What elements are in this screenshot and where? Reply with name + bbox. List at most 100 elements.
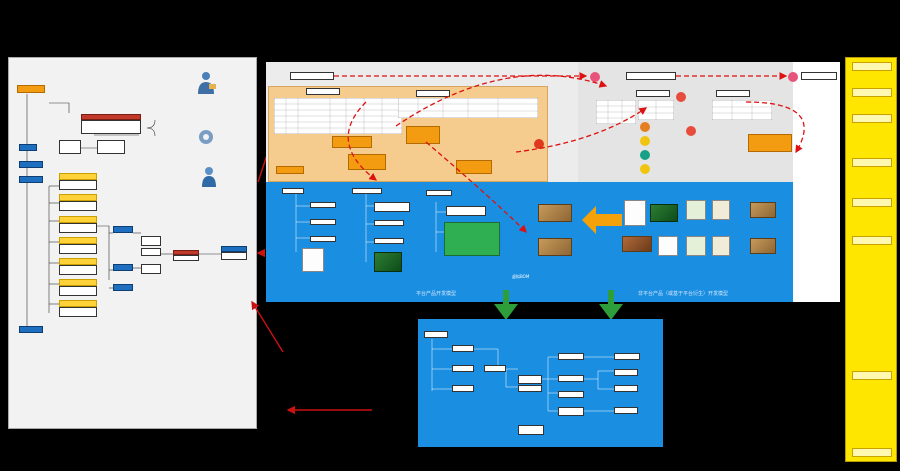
doc-thumb-6 (686, 236, 706, 256)
blue-tree-lines (295, 194, 446, 262)
node-yellow-3-body (59, 223, 97, 233)
left-tree-lines (21, 94, 221, 330)
tan-table (274, 98, 402, 134)
node-yellow-7 (59, 300, 97, 307)
bottom-node-7 (558, 353, 584, 360)
bottom-node-6 (518, 385, 542, 392)
node-yellow-4-body (59, 244, 97, 254)
green-card (444, 222, 500, 256)
box-photo-4 (750, 238, 776, 254)
arrow-down-green-icon-2 (599, 290, 623, 320)
doc-thumb-4 (712, 200, 730, 220)
top-box-2 (306, 88, 340, 95)
red-circle-icon-2 (686, 126, 696, 136)
top-box-4 (626, 72, 676, 80)
blue-node-4 (310, 236, 336, 242)
bottom-node-root (424, 331, 448, 338)
tan-red-marker (534, 139, 544, 149)
top-box-7 (801, 72, 837, 80)
top-box-6 (716, 90, 750, 97)
node-blue-mid-2 (113, 264, 133, 271)
blue-node-1 (282, 188, 304, 194)
tan-orange-3 (348, 154, 386, 170)
blue-node-7 (374, 220, 404, 226)
node-yellow-1 (59, 173, 97, 180)
right-table-3 (712, 100, 772, 120)
sidebar-item-3 (852, 114, 892, 123)
root-node (17, 85, 45, 93)
right-sidebar (845, 57, 897, 462)
box-photo-1 (538, 204, 572, 222)
blue-node-10 (446, 206, 486, 216)
left-panel (8, 57, 257, 429)
top-box-1 (290, 72, 334, 80)
node-white-2 (97, 140, 125, 154)
bottom-node-11 (614, 353, 640, 360)
node-blue-1 (19, 144, 37, 151)
node-yellow-2 (59, 194, 97, 201)
pink-circle-icon-1 (590, 72, 600, 82)
node-yellow-4 (59, 237, 97, 244)
node-yellow-2-body (59, 201, 97, 211)
node-white-mid-1 (141, 236, 161, 246)
bottom-node-2 (452, 365, 474, 372)
top-panel: 虚拟BOM 平台产品开发模型 非平台产品（或基于平台衍生）开发模型 (266, 62, 840, 302)
doc-thumb-3 (686, 200, 706, 220)
blue-node-5 (352, 188, 382, 194)
node-blue-3 (19, 176, 43, 183)
sidebar-item-5 (852, 198, 892, 207)
doc-thumb-5 (658, 236, 678, 256)
node-yellow-1-body (59, 180, 97, 190)
node-white-mid-2 (141, 248, 161, 256)
node-yellow-7-body (59, 307, 97, 317)
blue-panel: 虚拟BOM 平台产品开发模型 非平台产品（或基于平台衍生）开发模型 (266, 182, 793, 302)
node-red-center-body (173, 255, 199, 261)
bottom-node-8 (558, 375, 584, 382)
node-blue-right (221, 246, 247, 252)
node-white-mid-3 (141, 264, 161, 274)
top-box-3 (416, 90, 450, 97)
arrow-down-green-icon (494, 290, 518, 320)
right-section-title: 非平台产品（或基于平台衍生）开发模型 (637, 291, 728, 297)
worker-figure-icon (202, 167, 216, 187)
bom-label: 虚拟BOM (512, 274, 530, 279)
bottom-node-10 (558, 407, 584, 416)
left-section-title: 平台产品开发模型 (415, 291, 456, 297)
bottom-node-14 (614, 407, 638, 414)
bottom-node-1 (452, 345, 474, 352)
blue-node-9 (426, 190, 452, 196)
right-orange-box (748, 134, 792, 152)
node-yellow-6-body (59, 286, 97, 296)
node-white-1 (59, 140, 81, 154)
red-circle-icon-1 (676, 92, 686, 102)
arrow-left-orange-icon (582, 206, 622, 234)
node-red-header (81, 114, 141, 120)
bottom-panel (418, 319, 663, 447)
tan-orange-5 (456, 160, 492, 174)
chain-column (640, 122, 652, 180)
bottom-node-3 (452, 385, 474, 392)
sidebar-item-7 (852, 371, 892, 380)
bottom-node-4 (484, 365, 506, 372)
pink-circle-icon-2 (788, 72, 798, 82)
node-blue-right-body (221, 252, 247, 260)
node-blue-mid-1 (113, 226, 133, 233)
user-figure-icon (198, 72, 216, 94)
tan-orange-2 (406, 126, 440, 144)
bottom-node-5 (518, 375, 542, 384)
red-flow-arrows (334, 72, 805, 233)
node-yellow-3 (59, 216, 97, 223)
box-photo-3 (750, 202, 776, 218)
bottom-node-12 (614, 369, 638, 376)
sidebar-item-2 (852, 88, 892, 97)
pcb-thumb-1 (374, 252, 402, 272)
node-yellow-5-body (59, 265, 97, 275)
doc-thumb-1 (302, 248, 324, 272)
doc-thumb-2 (624, 200, 646, 226)
bottom-node-9 (558, 391, 584, 398)
node-blue-bottom (19, 326, 43, 333)
sidebar-item-1 (852, 62, 892, 71)
motor-photo (622, 236, 652, 252)
blue-node-2 (310, 202, 336, 208)
blue-node-8 (374, 238, 404, 244)
